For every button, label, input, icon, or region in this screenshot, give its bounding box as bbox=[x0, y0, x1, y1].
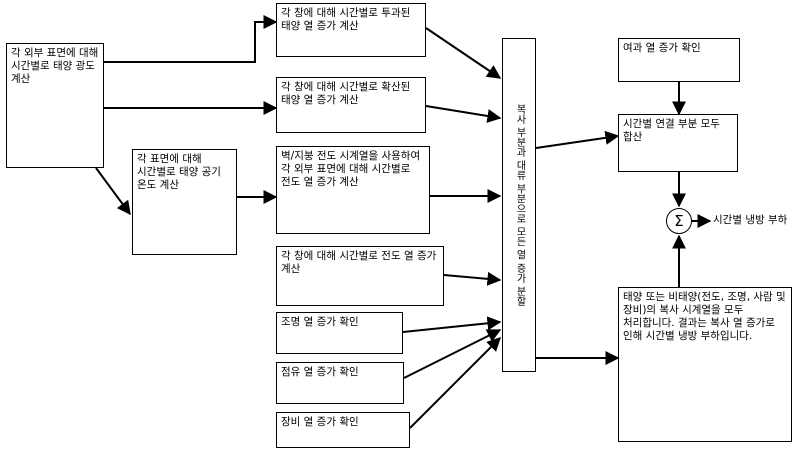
arrow-transmitted-to-split bbox=[425, 27, 502, 79]
cooling-load-label: 시간별 냉방 부하 bbox=[713, 214, 788, 226]
diffuse-solar-box: 각 창에 대해 시간별로 확산된 태양 열 증가 계산 bbox=[276, 77, 426, 133]
arrow-split-to-sum-convective bbox=[535, 130, 620, 149]
arrow-lighting-to-split bbox=[402, 316, 502, 333]
arrow-diffuse-to-split bbox=[425, 105, 502, 123]
equipment-gain-box: 장비 열 증가 확인 bbox=[276, 412, 410, 448]
infiltration-gain-box: 여과 열 증가 확인 bbox=[618, 38, 740, 82]
radiant-time-series-box: 태양 또는 비태양(전도, 조명, 사람 및 장비)의 복사 시계열을 모두 처… bbox=[618, 287, 792, 442]
transmitted-solar-box: 각 창에 대해 시간별로 투과된 태양 열 증가 계산 bbox=[276, 3, 426, 57]
arrow-window-to-split bbox=[443, 271, 502, 286]
solar-irradiance-box: 각 외부 표면에 대해 시간별로 태양 광도 계산 bbox=[6, 43, 104, 168]
arrow-irradiance-to-transmitted bbox=[104, 15, 278, 63]
arrow-occupancy-to-split bbox=[403, 329, 502, 379]
sum-convective-box: 시간별 연결 부분 모두 합산 bbox=[618, 114, 738, 172]
arrow-equipment-to-split bbox=[409, 337, 501, 429]
lighting-gain-box: 조명 열 증가 확인 bbox=[276, 312, 403, 354]
split-gains-box: 복사 부분과 대류 부분으로 모든 열 증가 분할 bbox=[502, 38, 536, 372]
window-conduction-box: 각 창에 대해 시간별로 전도 열 증가 계산 bbox=[276, 246, 444, 306]
sol-air-temp-box: 각 표면에 대해 시간별로 태양 공기 온도 계산 bbox=[132, 149, 237, 255]
arrow-irradiance-to-solair bbox=[95, 167, 131, 216]
occupancy-gain-box: 점유 열 증가 확인 bbox=[276, 362, 404, 404]
wall-roof-conduction-box: 벽/지붕 전도 시계열을 사용하여 각 외부 표면에 대해 시간별로 전도 열 … bbox=[276, 146, 430, 234]
summation-node: Σ bbox=[666, 208, 692, 234]
split-gains-label: 복사 부분과 대류 부분으로 모든 열 증가 분할 bbox=[514, 103, 525, 307]
